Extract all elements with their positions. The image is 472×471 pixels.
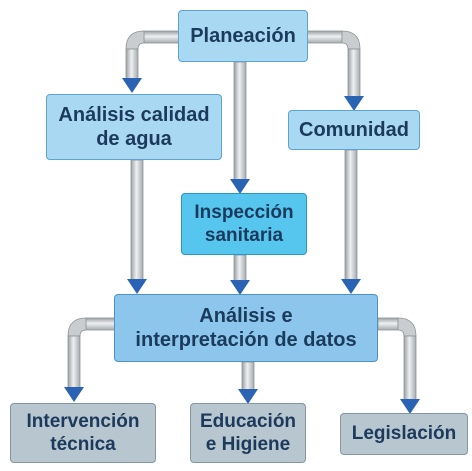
- node-analisis-calidad-line2: de agua: [96, 128, 172, 150]
- node-educacion-line1: Educación: [199, 410, 297, 432]
- node-legislacion-label: Legislación: [351, 423, 457, 445]
- arrow-head: [230, 280, 250, 295]
- node-inspeccion: Inspección sanitaria: [181, 193, 307, 255]
- connector-comunidad-datos: [341, 149, 361, 294]
- node-analisis-datos: Análisis e interpretación de datos: [114, 294, 378, 362]
- node-planeacion: Planeación: [178, 10, 308, 62]
- node-comunidad-label: Comunidad: [299, 118, 409, 141]
- node-educacion-line2: e Higiene: [205, 434, 291, 455]
- node-legislacion: Legislación: [340, 413, 468, 455]
- connector-datos-intervencion: [64, 317, 117, 402]
- connector-planeacion-comunidad: [305, 30, 364, 111]
- connector-inspeccion-datos: [230, 254, 250, 295]
- node-intervencion-line2: técnica: [50, 434, 116, 455]
- node-analisis-datos-line2: interpretación de datos: [135, 329, 357, 351]
- node-intervencion: Intervención técnica: [10, 403, 156, 463]
- arrow-head: [400, 399, 420, 414]
- connector-datos-educacion: [238, 361, 258, 404]
- node-inspeccion-line2: sanitaria: [204, 225, 284, 246]
- node-analisis-datos-line1: Análisis e: [199, 304, 293, 327]
- node-analisis-calidad-line1: Análisis calidad: [58, 103, 210, 126]
- connector-analisis-calidad-datos: [127, 159, 147, 294]
- node-intervencion-line1: Intervención: [26, 410, 140, 432]
- connector-planeacion-inspeccion: [230, 61, 250, 194]
- node-planeacion-label: Planeación: [190, 24, 296, 47]
- node-analisis-calidad: Análisis calidad de agua: [46, 94, 222, 160]
- node-inspeccion-line1: Inspección: [194, 201, 294, 223]
- node-comunidad: Comunidad: [288, 110, 420, 150]
- arrow-head: [344, 96, 364, 111]
- arrow-head: [122, 78, 142, 93]
- connector-datos-legislacion: [377, 317, 420, 414]
- arrow-head: [238, 389, 258, 404]
- arrow-head: [341, 279, 361, 294]
- arrow-head: [64, 387, 84, 402]
- arrow-head: [127, 279, 147, 294]
- node-educacion: Educación e Higiene: [190, 403, 306, 463]
- arrow-head: [230, 179, 250, 194]
- connector-planeacion-analisis-calidad: [122, 30, 181, 93]
